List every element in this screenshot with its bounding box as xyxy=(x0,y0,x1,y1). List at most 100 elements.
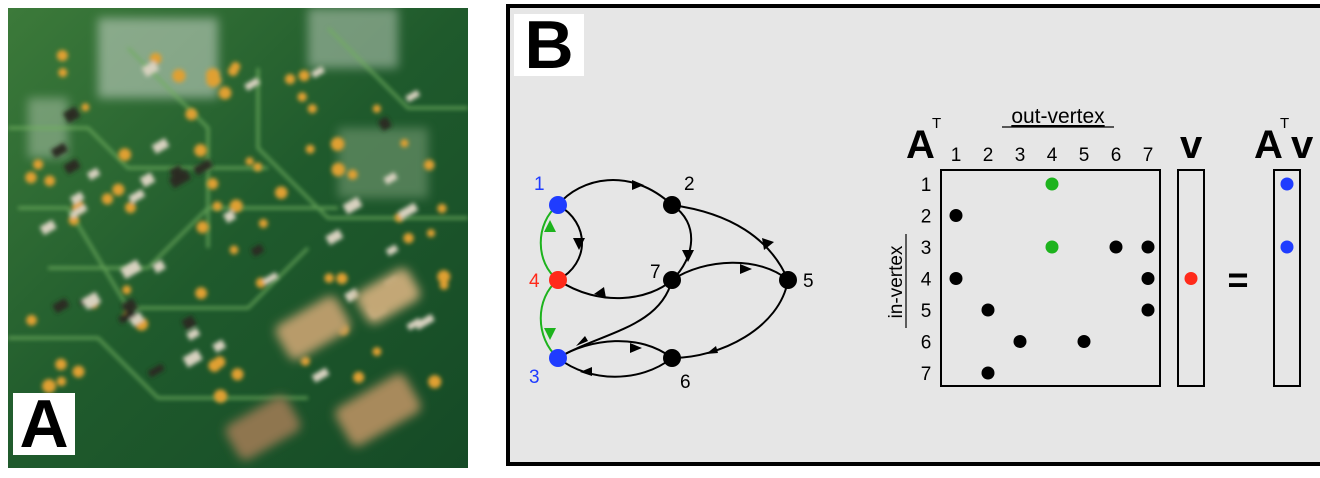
solder-pad xyxy=(44,175,56,187)
smd-component xyxy=(69,204,88,219)
smd-component xyxy=(139,172,156,188)
solder-pad xyxy=(56,49,68,62)
arrowhead-2-7 xyxy=(682,250,694,262)
smd-component xyxy=(39,219,57,236)
solder-pad xyxy=(42,379,56,393)
solder-pad xyxy=(124,202,136,214)
solder-pad xyxy=(26,314,37,326)
smd-component xyxy=(81,291,102,310)
node-label-5: 5 xyxy=(803,271,814,292)
node-1 xyxy=(549,196,567,214)
smd-component xyxy=(181,315,197,331)
solder-pad xyxy=(228,66,239,77)
node-label-7: 7 xyxy=(650,262,661,283)
node-label-3: 3 xyxy=(529,367,540,388)
solder-pad xyxy=(118,148,132,161)
smd-component xyxy=(168,169,192,189)
matrix-box xyxy=(940,169,1161,387)
smd-component xyxy=(182,349,203,368)
arrowhead-1-4 xyxy=(573,238,585,250)
result-box xyxy=(1273,169,1301,387)
column-label: 7 xyxy=(1143,145,1154,166)
node-5 xyxy=(779,271,797,289)
edge-2-5 xyxy=(671,204,789,281)
matrix-entry xyxy=(1045,177,1059,191)
smd-component xyxy=(63,158,81,175)
row-label: 1 xyxy=(921,175,932,196)
arrowhead-7-4 xyxy=(594,287,606,298)
solder-pad xyxy=(298,70,310,82)
solder-pad xyxy=(253,162,263,172)
solder-pad xyxy=(122,285,132,295)
solder-pad xyxy=(208,359,221,372)
matrix-entry xyxy=(1077,335,1091,348)
smd-component xyxy=(193,158,214,176)
vector-v-entry xyxy=(1184,272,1198,285)
smd-component xyxy=(50,142,69,159)
vector-v-entries xyxy=(1184,272,1198,285)
smd-component xyxy=(342,196,363,215)
arrowhead-2-5 xyxy=(762,238,774,250)
smd-component xyxy=(147,363,165,378)
row-label: 6 xyxy=(921,333,932,354)
graph-edges xyxy=(539,179,789,378)
arrowhead-4-3 xyxy=(544,328,556,340)
circuit-trace xyxy=(326,26,468,110)
row-label: 5 xyxy=(921,301,932,322)
edge-3-6-upper xyxy=(557,340,673,359)
smd-component xyxy=(222,209,237,224)
solder-pad xyxy=(206,178,219,190)
matrix-entry xyxy=(949,209,963,222)
column-label: 6 xyxy=(1111,145,1122,166)
node-3 xyxy=(549,349,567,367)
row-label: 4 xyxy=(921,270,932,291)
edge-5-6 xyxy=(671,279,789,359)
smd-component xyxy=(69,191,85,205)
solder-pad xyxy=(68,214,80,226)
column-label: 5 xyxy=(1079,145,1090,166)
solder-pad xyxy=(274,186,288,199)
matrix-entries xyxy=(949,177,1155,380)
edge-1-2 xyxy=(557,179,673,206)
graph-nodes xyxy=(549,196,797,367)
solder-pad xyxy=(307,104,317,114)
circuit-trace xyxy=(126,46,210,248)
solder-pad xyxy=(185,108,198,121)
solder-pad xyxy=(330,137,345,151)
node-label-2: 2 xyxy=(684,174,695,195)
smd-component xyxy=(310,66,326,79)
smd-component xyxy=(383,171,398,185)
matrix-entry xyxy=(1109,240,1123,254)
smd-component xyxy=(262,272,279,286)
matrix-entry xyxy=(1141,303,1155,317)
smd-component xyxy=(128,311,145,327)
node-2 xyxy=(663,196,681,214)
column-label: 2 xyxy=(983,145,994,166)
matrix-title: A xyxy=(906,123,935,167)
result-entry xyxy=(1280,177,1294,191)
solder-pad xyxy=(331,162,346,177)
smd-component xyxy=(212,339,227,353)
solder-pad xyxy=(231,368,244,381)
solder-pad xyxy=(229,199,243,213)
solder-pad xyxy=(205,68,220,83)
edge-4-1-green xyxy=(539,204,559,281)
solder-pad xyxy=(194,144,207,157)
circuit-trace xyxy=(48,206,338,270)
matrix-entry xyxy=(981,366,995,380)
circuit-board-illustration xyxy=(8,8,468,468)
matrix-entry xyxy=(981,303,995,317)
edge-7-5 xyxy=(671,261,789,281)
row-label: 7 xyxy=(921,364,932,385)
solder-pad xyxy=(55,358,67,371)
solder-pad xyxy=(196,221,209,234)
equals-sign: = xyxy=(1227,259,1248,300)
arrowhead-5-6 xyxy=(706,346,718,354)
smd-component xyxy=(119,259,143,280)
solder-pad xyxy=(372,347,382,357)
smd-component xyxy=(117,309,137,324)
solder-pad xyxy=(353,371,365,383)
